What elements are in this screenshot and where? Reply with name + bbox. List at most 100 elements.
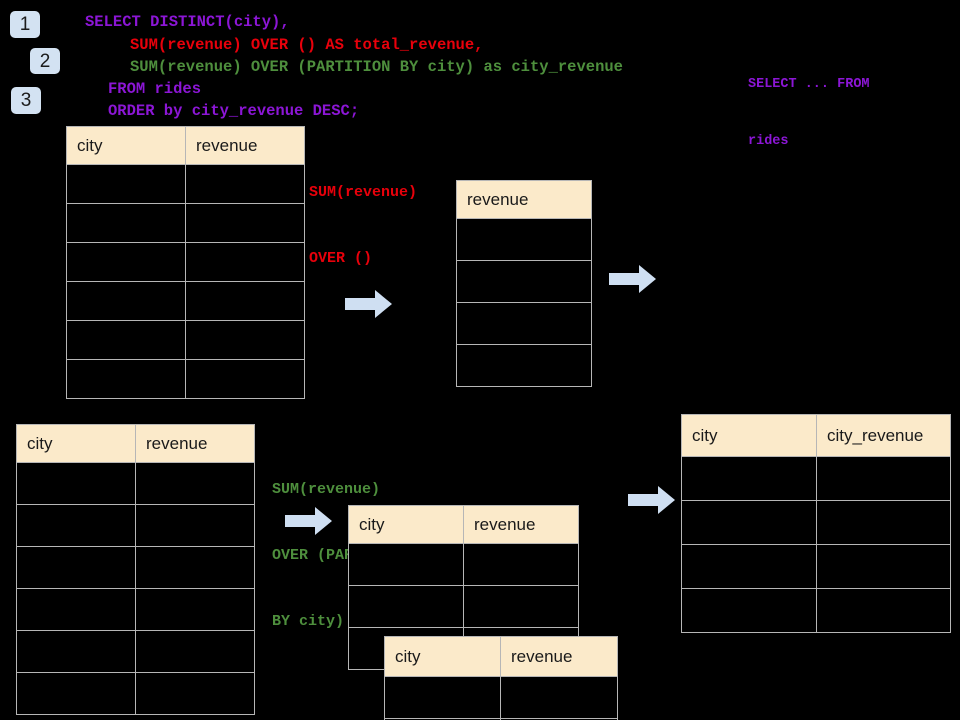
table-cell	[384, 676, 501, 719]
annotation-sum-over-partition-line1: SUM(revenue)	[272, 481, 381, 498]
column-header-revenue: revenue	[500, 636, 618, 677]
partition-group-table-front: city revenue	[384, 636, 618, 720]
table-cell	[681, 588, 817, 633]
table-cell	[185, 320, 305, 360]
table-row	[16, 504, 255, 547]
table-cell	[16, 672, 136, 715]
table-row	[348, 543, 579, 586]
step-badge-1-label: 1	[19, 14, 31, 35]
table-row	[16, 672, 255, 715]
table-cell	[681, 456, 817, 501]
city-revenue-result-table: city city_revenue	[681, 414, 951, 633]
table-cell	[816, 500, 951, 545]
annotation-sum-over-empty: SUM(revenue) OVER ()	[309, 138, 417, 314]
table-row	[66, 242, 305, 282]
table-cell	[16, 504, 136, 547]
table-cell	[185, 242, 305, 282]
table-cell	[463, 543, 579, 586]
table-row	[384, 718, 618, 720]
table-row	[66, 359, 305, 399]
column-header-revenue: revenue	[463, 505, 579, 544]
column-header-city: city	[348, 505, 464, 544]
annotation-sum-over-empty-line1: SUM(revenue)	[309, 184, 418, 201]
column-header-revenue: revenue	[135, 424, 255, 463]
table-cell	[66, 164, 186, 204]
table-cell	[456, 302, 592, 345]
arrow-rides-to-total-revenue	[345, 289, 393, 319]
table-cell	[185, 359, 305, 399]
table-header-row: revenue	[456, 180, 592, 219]
table-cell	[816, 588, 951, 633]
table-cell	[500, 676, 618, 719]
column-header-city: city	[16, 424, 136, 463]
table-row	[66, 320, 305, 360]
annotation-sum-over-empty-line2: OVER ()	[309, 250, 373, 267]
step-badge-3-label: 3	[20, 90, 32, 111]
table-cell	[135, 504, 255, 547]
table-cell	[681, 544, 817, 589]
table-cell	[135, 462, 255, 505]
table-cell	[681, 500, 817, 545]
table-row	[16, 630, 255, 673]
table-cell	[185, 281, 305, 321]
table-cell	[16, 630, 136, 673]
table-cell	[66, 242, 186, 282]
table-cell	[348, 585, 464, 628]
annotation-select-from-line2: rides	[748, 134, 789, 149]
step-badge-3: 3	[11, 87, 41, 114]
table-row	[384, 676, 618, 719]
table-cell	[816, 544, 951, 589]
arrow-total-revenue-to-result	[609, 264, 657, 294]
table-cell	[135, 630, 255, 673]
table-cell	[456, 344, 592, 387]
table-cell	[463, 585, 579, 628]
table-cell	[66, 320, 186, 360]
table-row	[16, 546, 255, 589]
table-cell	[185, 164, 305, 204]
column-header-city: city	[681, 414, 817, 457]
table-row	[16, 588, 255, 631]
sql-line-sum-over-empty: SUM(revenue) OVER () AS total_revenue,	[130, 36, 484, 54]
table-header-row: city city_revenue	[681, 414, 951, 457]
table-row	[66, 203, 305, 243]
step-badge-2-label: 2	[39, 50, 51, 72]
column-header-revenue: revenue	[456, 180, 592, 219]
table-cell	[816, 456, 951, 501]
step-badge-2: 2	[30, 48, 60, 74]
column-header-city: city	[66, 126, 186, 165]
table-cell	[135, 672, 255, 715]
annotation-select-from-rides: SELECT ... FROM rides	[748, 37, 870, 189]
annotation-select-from-line1: SELECT ... FROM	[748, 77, 870, 92]
table-row	[681, 544, 951, 589]
table-row	[348, 585, 579, 628]
step-badge-1: 1	[10, 11, 40, 38]
table-cell	[456, 260, 592, 303]
table-cell	[135, 588, 255, 631]
sql-line-select-distinct: SELECT DISTINCT(city),	[85, 13, 290, 31]
table-row	[681, 500, 951, 545]
sql-line-from-rides: FROM rides	[108, 80, 202, 98]
table-cell	[456, 218, 592, 261]
table-cell	[135, 546, 255, 589]
table-cell	[66, 203, 186, 243]
column-header-revenue: revenue	[185, 126, 305, 165]
column-header-city: city	[384, 636, 501, 677]
table-row	[16, 462, 255, 505]
table-header-row: city revenue	[348, 505, 579, 544]
table-header-row: city revenue	[16, 424, 255, 463]
table-cell	[66, 281, 186, 321]
table-row	[456, 302, 592, 345]
table-row	[456, 218, 592, 261]
table-row	[681, 456, 951, 501]
table-cell	[348, 543, 464, 586]
table-row	[66, 281, 305, 321]
table-cell	[500, 718, 618, 720]
table-header-row: city revenue	[384, 636, 618, 677]
rides-source-table: city revenue	[66, 126, 305, 399]
table-row	[456, 260, 592, 303]
table-row	[66, 164, 305, 204]
table-cell	[16, 546, 136, 589]
table-cell	[16, 462, 136, 505]
annotation-sum-over-partition-line3: BY city)	[272, 613, 345, 630]
